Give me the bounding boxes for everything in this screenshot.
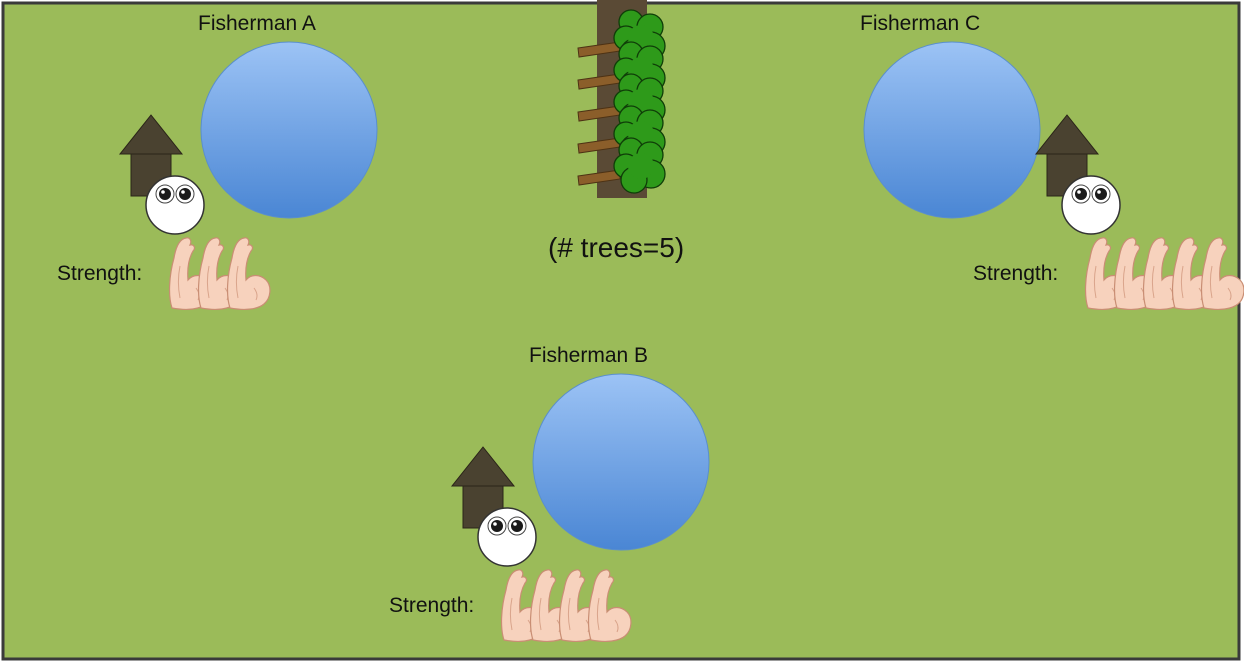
- face-head: [1061, 175, 1121, 235]
- fisherman-b-name: Fisherman B: [529, 344, 649, 367]
- fisherman-a-strength-label: Strength:: [57, 262, 143, 285]
- fisherman-b[interactable]: [450, 373, 710, 642]
- pupil: [159, 188, 171, 200]
- face-icon: [1061, 175, 1121, 235]
- pupil: [491, 520, 503, 532]
- arm-icon: [1200, 237, 1244, 310]
- eye-glint: [181, 190, 185, 194]
- fisherman-a[interactable]: [118, 41, 378, 310]
- pupil: [1095, 188, 1107, 200]
- face-icon: [477, 507, 537, 567]
- eye-glint: [1097, 190, 1101, 194]
- forest[interactable]: [577, 0, 666, 198]
- fisherman-c-strength-label: Strength:: [973, 262, 1059, 285]
- fisherman-c[interactable]: [863, 41, 1244, 310]
- eye-glint: [493, 522, 497, 526]
- fisherman-a-name: Fisherman A: [198, 12, 316, 35]
- lake-b[interactable]: [532, 373, 710, 551]
- pupil: [179, 188, 191, 200]
- pupil: [1075, 188, 1087, 200]
- face-head: [477, 507, 537, 567]
- eye-glint: [513, 522, 517, 526]
- tree-count-label: (# trees=5): [548, 232, 685, 263]
- strength-arms: [500, 569, 632, 642]
- face-icon: [145, 175, 205, 235]
- house-icon: [450, 446, 516, 529]
- arm-icon: [587, 569, 632, 642]
- lake-c[interactable]: [863, 41, 1041, 219]
- eye-glint: [1077, 190, 1081, 194]
- tree-icon: [577, 137, 666, 194]
- pupil: [511, 520, 523, 532]
- strength-arms: [168, 237, 271, 310]
- face-head: [145, 175, 205, 235]
- fisherman-c-name: Fisherman C: [860, 12, 981, 35]
- fisherman-b-strength-label: Strength:: [389, 594, 475, 617]
- lake-a[interactable]: [200, 41, 378, 219]
- strength-arms: [1084, 237, 1244, 310]
- eye-glint: [161, 190, 165, 194]
- arm-icon: [226, 237, 271, 310]
